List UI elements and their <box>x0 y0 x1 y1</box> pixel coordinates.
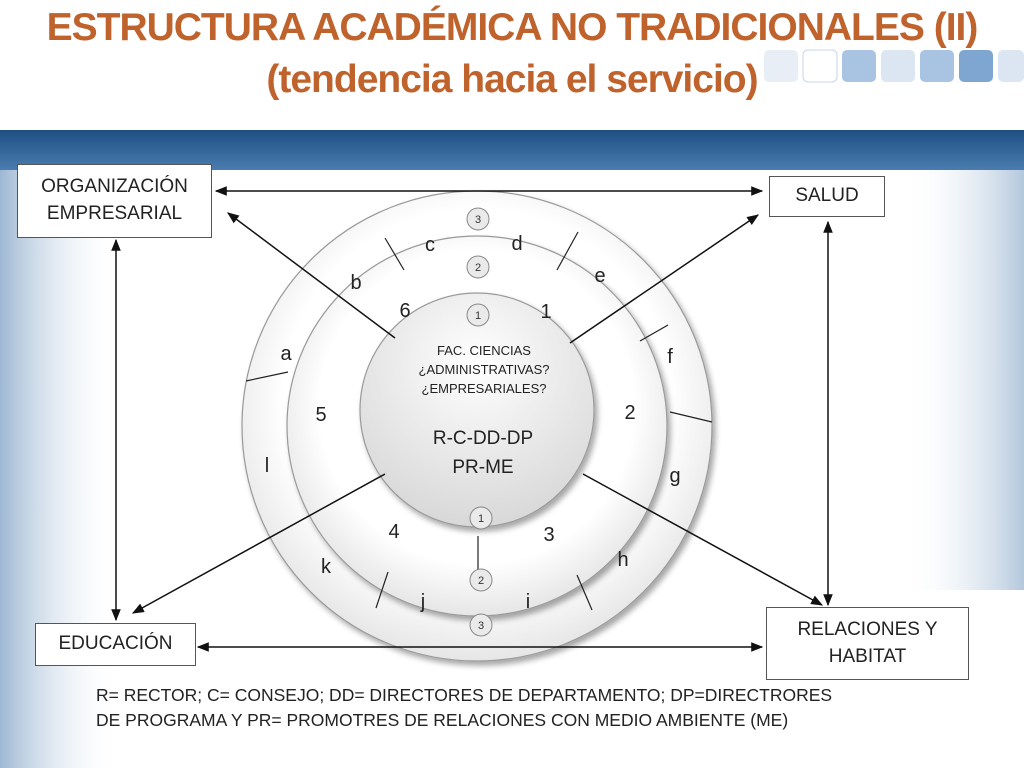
inner-label-1: 1 <box>540 301 551 323</box>
top-marker-3: 3 <box>475 214 481 226</box>
outer-label-g: g <box>669 465 680 487</box>
top-marker-2: 2 <box>475 262 481 274</box>
legend: R= RECTOR; C= CONSEJO; DD= DIRECTORES DE… <box>96 683 896 734</box>
bottom-marker-3: 3 <box>478 620 484 632</box>
arrow-to-org <box>227 212 396 339</box>
box-salud: SALUD <box>769 176 885 217</box>
outer-label-c: c <box>425 234 435 256</box>
title-line-2: (tendencia hacia el servicio) <box>266 58 758 101</box>
bottom-marker-2: 2 <box>478 575 484 587</box>
outer-label-d: d <box>511 233 522 255</box>
box-relaciones-habitat: RELACIONES Y HABITAT <box>766 607 969 680</box>
center-roles-line1: R-C-DD-DP <box>433 428 533 449</box>
outer-label-j: j <box>420 591 425 613</box>
arrow-to-relaciones <box>582 473 824 606</box>
center-circle <box>359 292 595 528</box>
outer-label-l: l <box>265 455 269 477</box>
title-line-1: ESTRUCTURA ACADÉMICA NO TRADICIONALES (I… <box>46 6 979 49</box>
box-organizacion-label: ORGANIZACIÓN EMPRESARIAL <box>41 176 188 224</box>
box-salud-label: SALUD <box>795 185 859 207</box>
left-gradient <box>0 170 120 768</box>
inner-label-6: 6 <box>399 300 410 322</box>
inner-label-2: 2 <box>624 402 635 424</box>
right-gradient <box>904 170 1024 590</box>
center-faculty-line1: FAC. CIENCIAS <box>437 343 531 358</box>
box-educacion: EDUCACIÓN <box>35 623 196 666</box>
outer-label-e: e <box>594 265 605 287</box>
box-educacion-label: EDUCACIÓN <box>58 633 173 655</box>
outer-label-h: h <box>617 549 628 571</box>
center-faculty-line3: ¿EMPRESARIALES? <box>422 381 547 396</box>
inner-label-3: 3 <box>543 524 554 546</box>
inner-label-4: 4 <box>388 521 399 543</box>
box-organizacion-empresarial: ORGANIZACIÓN EMPRESARIAL <box>17 164 212 238</box>
arrow-to-educacion <box>131 473 386 614</box>
inner-label-5: 5 <box>315 404 326 426</box>
outer-label-i: i <box>526 591 530 613</box>
decorative-tiles <box>764 49 1024 83</box>
legend-line-2: DE PROGRAMA Y PR= PROMOTRES DE RELACIONE… <box>96 710 789 731</box>
legend-line-1: R= RECTOR; C= CONSEJO; DD= DIRECTORES DE… <box>96 685 833 705</box>
outer-ring-dividers <box>245 231 713 611</box>
outer-label-b: b <box>350 272 361 294</box>
header-band <box>0 130 1024 170</box>
top-marker-1: 1 <box>475 310 481 322</box>
box-relaciones-label: RELACIONES Y HABITAT <box>797 618 938 667</box>
outer-label-k: k <box>321 556 332 578</box>
outer-label-a: a <box>280 343 292 365</box>
center-roles-line2: PR-ME <box>452 457 513 478</box>
arrow-to-salud <box>569 214 759 344</box>
bottom-marker-1: 1 <box>478 513 484 525</box>
center-faculty-line2: ¿ADMINISTRATIVAS? <box>419 362 550 377</box>
outer-label-f: f <box>667 346 673 368</box>
